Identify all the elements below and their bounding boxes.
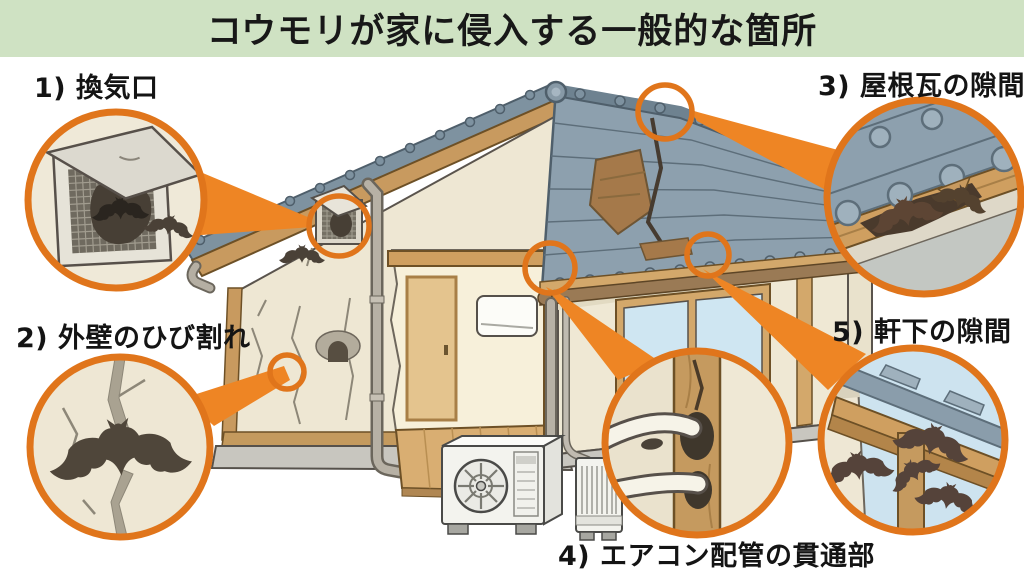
ac-outdoor-unit-large bbox=[441, 434, 566, 535]
entry-marker-roof-tile bbox=[635, 82, 695, 142]
callout-under-eave bbox=[817, 344, 1009, 536]
pointer-wedge-ac-piping bbox=[546, 287, 660, 380]
callout-ring bbox=[26, 353, 214, 541]
callout-label-vent: 1) 換気口 bbox=[34, 73, 159, 104]
pointer-wedge-vent bbox=[186, 166, 312, 236]
pointer-wedge-wall-crack bbox=[184, 366, 290, 426]
callout-label-roof-tile-gap: 3) 屋根瓦の隙間 bbox=[818, 71, 1024, 102]
callout-ring bbox=[601, 347, 793, 539]
pointer-wedge-under-eave bbox=[703, 269, 866, 390]
indoor-ac-unit bbox=[476, 295, 538, 337]
callout-label-wall-crack: 2) 外壁のひび割れ bbox=[16, 323, 251, 354]
pointer-wedges bbox=[184, 110, 866, 426]
roof-damage bbox=[588, 117, 693, 261]
downspout bbox=[361, 177, 407, 479]
callout-vent bbox=[24, 108, 208, 292]
pointer-wedge-roof-tile bbox=[690, 110, 848, 202]
entry-marker-ac-piping bbox=[522, 240, 578, 296]
callout-wall-crack bbox=[26, 353, 214, 541]
entry-marker-under-eave bbox=[684, 231, 732, 279]
callout-label-under-eave: 5) 軒下の隙間 bbox=[832, 317, 1012, 348]
callout-ring bbox=[823, 96, 1024, 298]
callout-ring bbox=[24, 108, 208, 292]
callout-roof-tile-gap bbox=[823, 96, 1024, 298]
vent-icon bbox=[309, 184, 368, 245]
callout-ac-piping bbox=[601, 347, 793, 539]
page-title: コウモリが家に侵入する一般的な箇所 bbox=[206, 12, 818, 52]
entry-markers bbox=[267, 82, 732, 392]
callout-ring bbox=[817, 344, 1009, 536]
eave-gutter bbox=[537, 241, 953, 464]
entry-marker-wall-crack bbox=[267, 352, 307, 392]
sliding-door bbox=[405, 275, 458, 422]
entry-marker-vent bbox=[306, 193, 372, 259]
title-banner: コウモリが家に侵入する一般的な箇所 bbox=[0, 0, 1024, 57]
callout-label-ac-piping: 4) エアコン配管の貫通部 bbox=[558, 541, 876, 572]
